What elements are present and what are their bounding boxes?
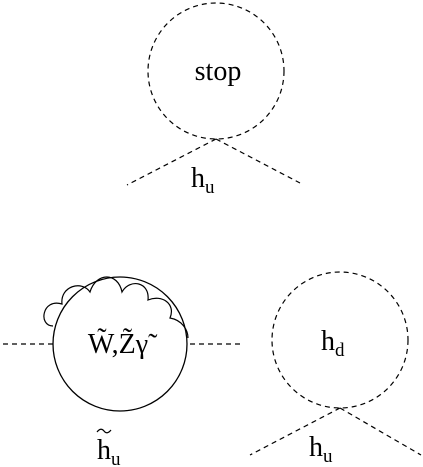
hu-leg-right <box>215 138 301 184</box>
stop-loop-diagram: stop hu <box>126 2 301 198</box>
hu-leg-right-2 <box>339 407 422 456</box>
hu-label-1: hu <box>191 163 215 198</box>
tilde-accent <box>96 428 112 434</box>
hu-leg-left-2 <box>249 407 341 456</box>
hd-loop-diagram: hd hu <box>249 271 422 467</box>
hd-loop <box>271 271 409 409</box>
stop-loop <box>147 2 285 140</box>
stop-label: stop <box>195 56 242 87</box>
hu-label-2: hu <box>309 432 333 467</box>
gaugino-wavy-line <box>43 276 189 339</box>
hd-label: hd <box>321 326 345 361</box>
gaugino-loop-diagram: W̃,Z̃γ̃ hu <box>3 276 242 467</box>
hu-tilde-label: hu <box>97 435 121 467</box>
gaugino-label: W̃,Z̃γ̃ <box>88 328 158 360</box>
hu-leg-left <box>126 138 217 186</box>
higgsino-loop <box>52 276 188 412</box>
